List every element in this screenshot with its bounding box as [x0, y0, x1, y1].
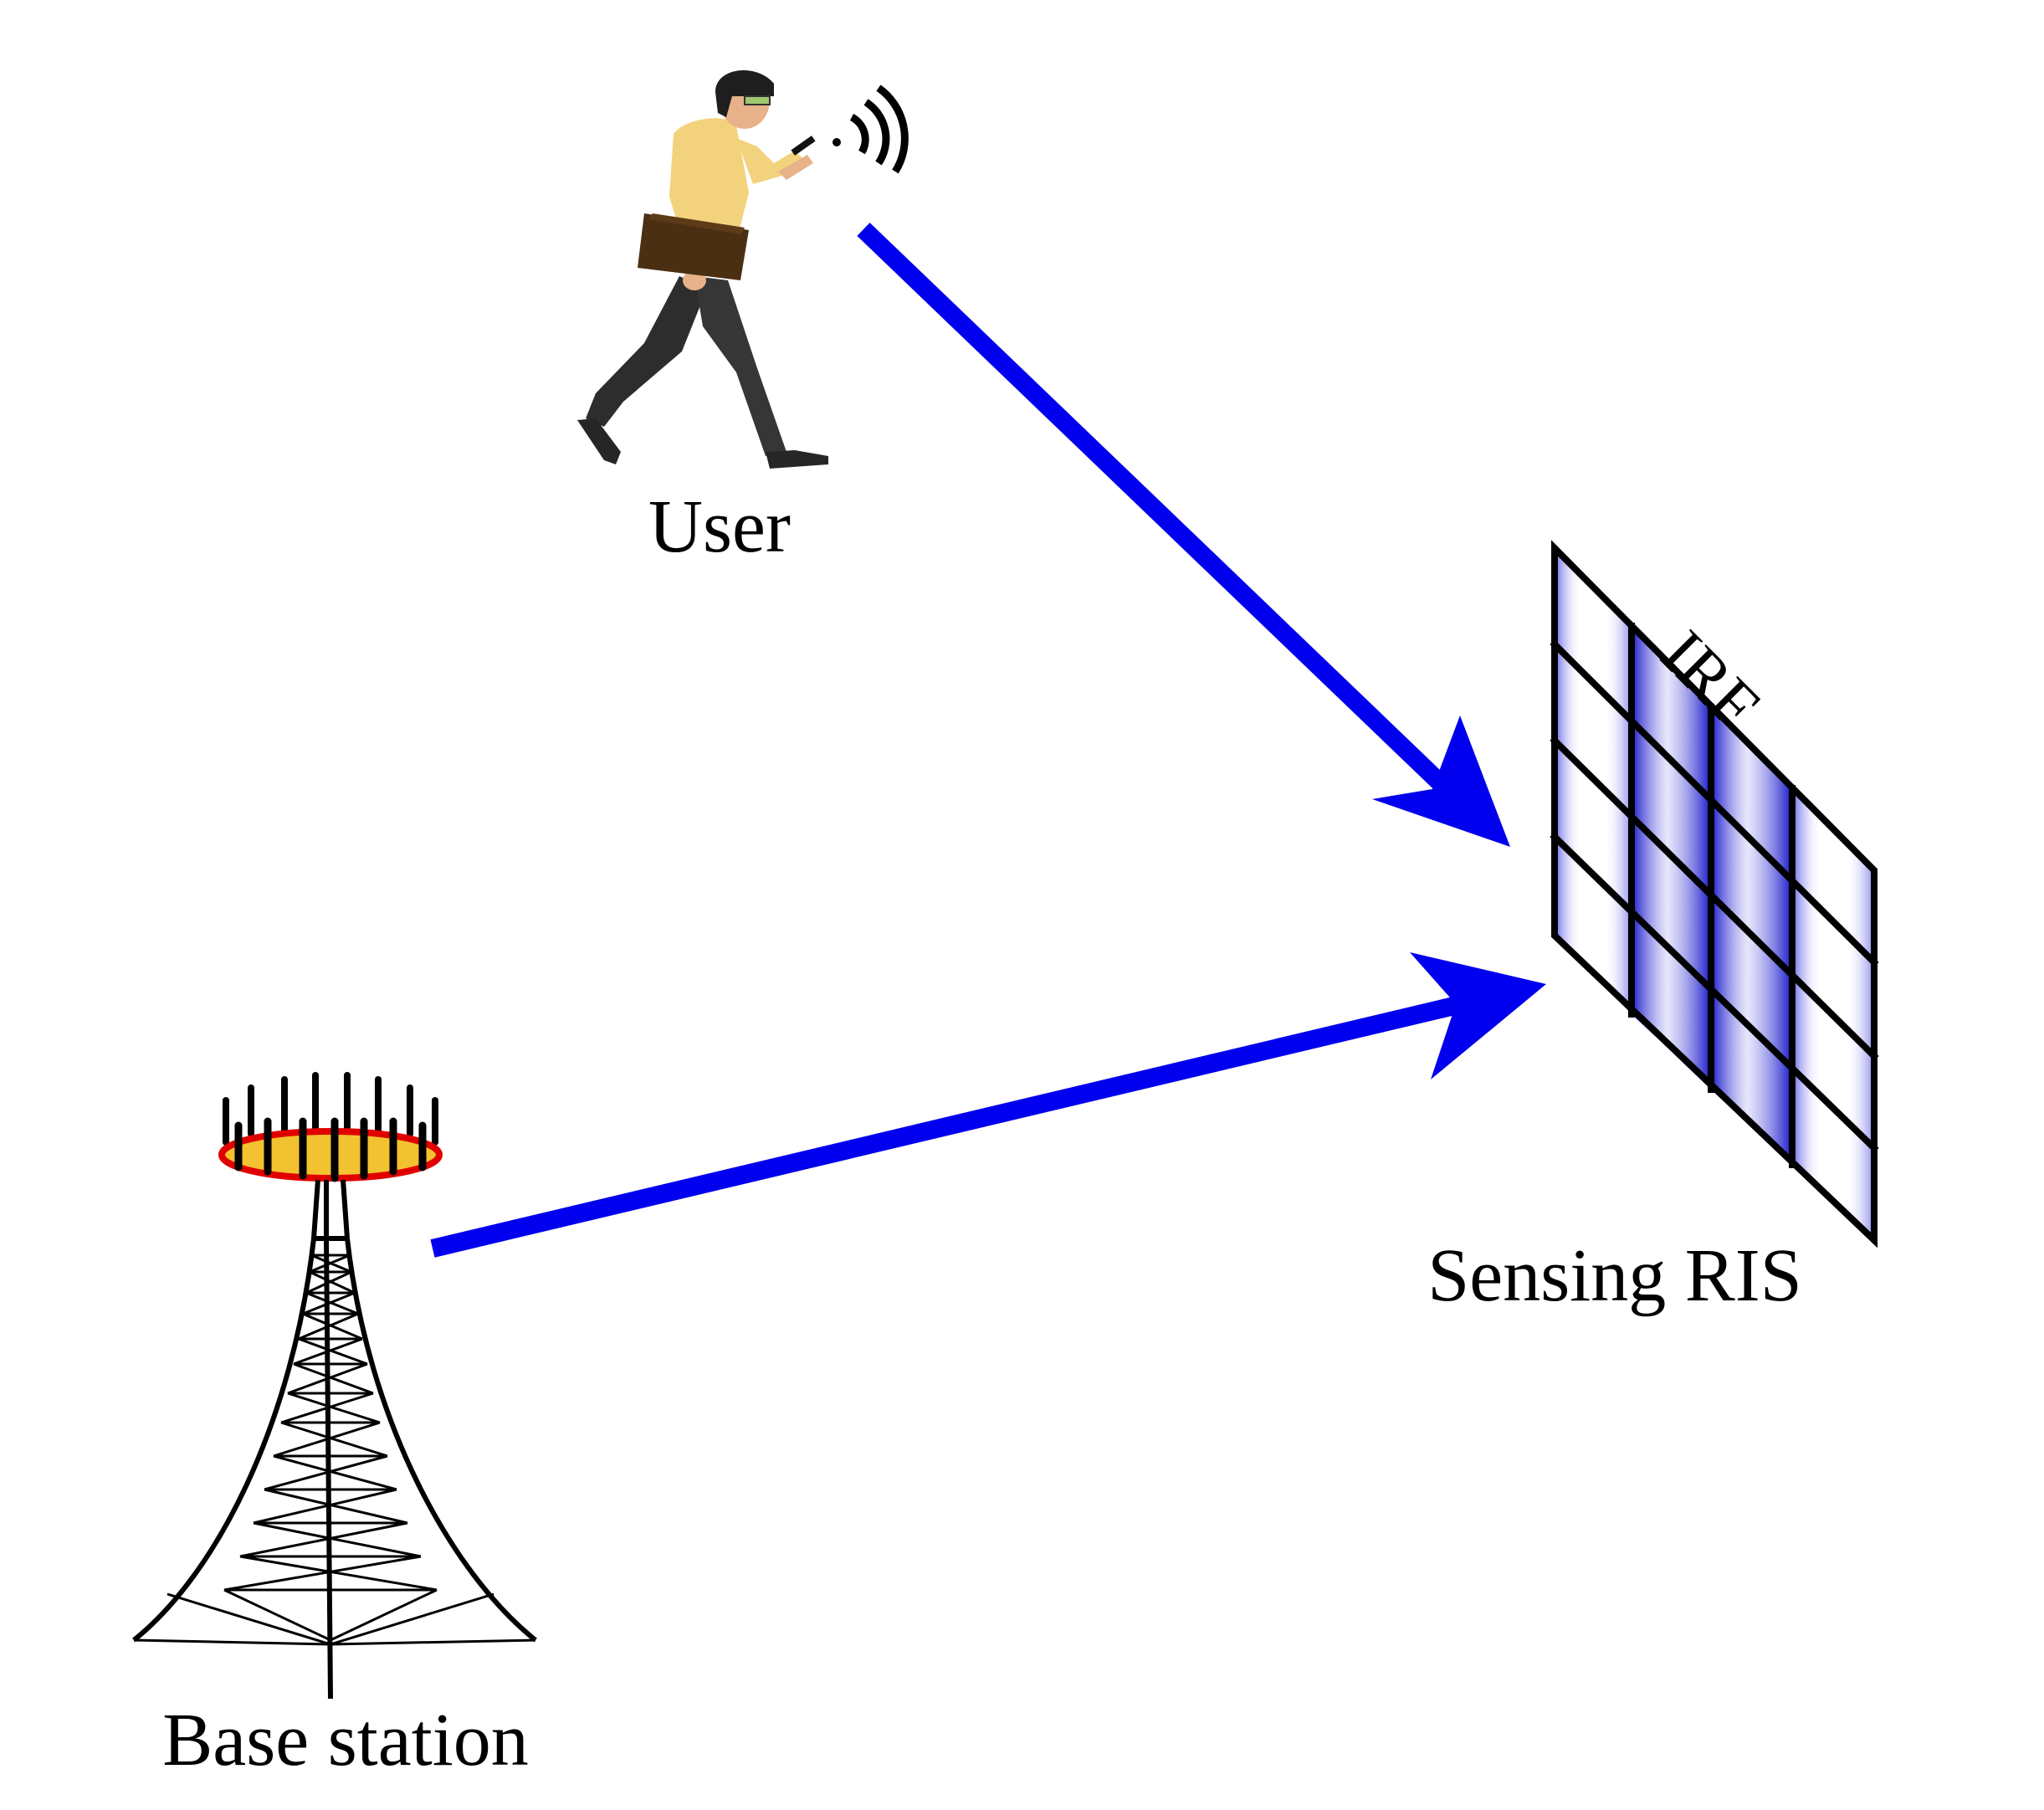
- base-station-label: Base station: [162, 1699, 529, 1782]
- sensing-ris-label: Sensing RIS: [1427, 1234, 1802, 1317]
- wifi-signal-icon: [832, 85, 909, 174]
- ris-panel-icon: [1550, 540, 1879, 1249]
- user-label: User: [648, 485, 791, 568]
- cell-tower-icon: [132, 1072, 537, 1700]
- walking-person-icon: [577, 69, 828, 469]
- base-station-to-ris-arrow: [430, 952, 1546, 1258]
- user-to-ris-arrow: [857, 223, 1510, 847]
